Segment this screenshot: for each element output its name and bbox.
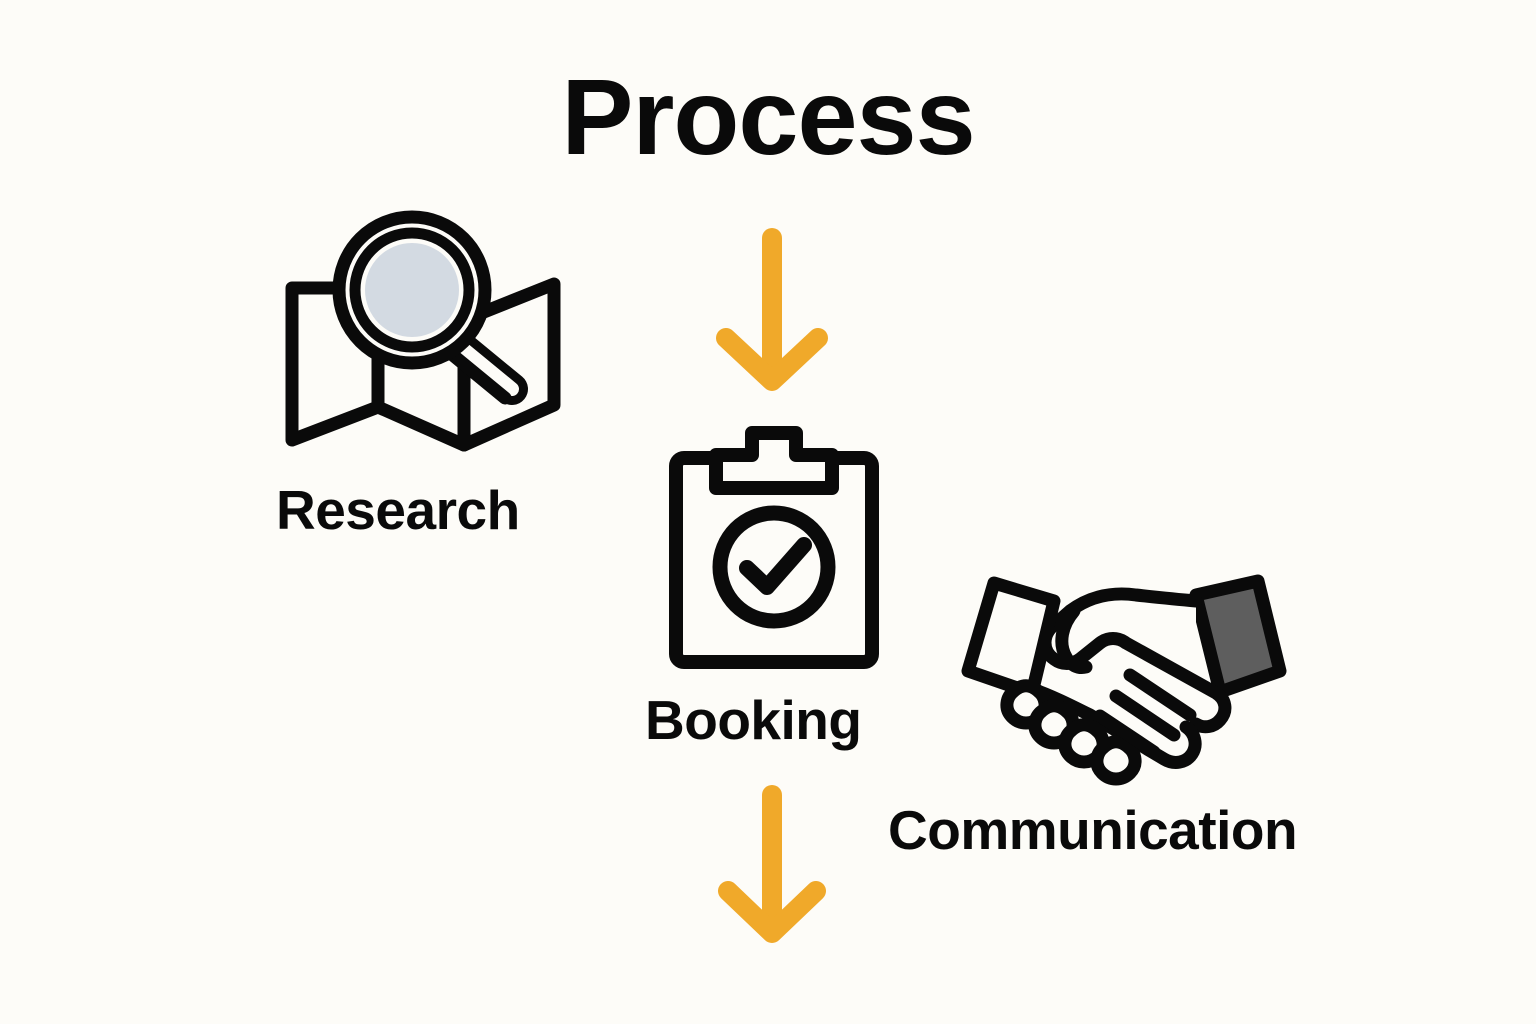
handshake-icon bbox=[958, 563, 1290, 786]
check-circle bbox=[712, 505, 836, 629]
page-title: Process bbox=[561, 56, 975, 177]
map-magnifier-icon bbox=[278, 202, 568, 454]
arrow-down-icon bbox=[712, 785, 832, 945]
finger-4 bbox=[1090, 735, 1142, 786]
magnifier-lens bbox=[365, 243, 459, 337]
left-sleeve bbox=[961, 576, 1061, 700]
check-mark bbox=[739, 537, 812, 595]
step-label-communication: Communication bbox=[888, 799, 1298, 861]
clipboard-check-icon bbox=[668, 425, 880, 670]
arrow-down-icon bbox=[712, 228, 832, 393]
step-label-research: Research bbox=[276, 479, 520, 541]
step-label-booking: Booking bbox=[645, 689, 862, 751]
right-sleeve bbox=[1189, 574, 1287, 699]
